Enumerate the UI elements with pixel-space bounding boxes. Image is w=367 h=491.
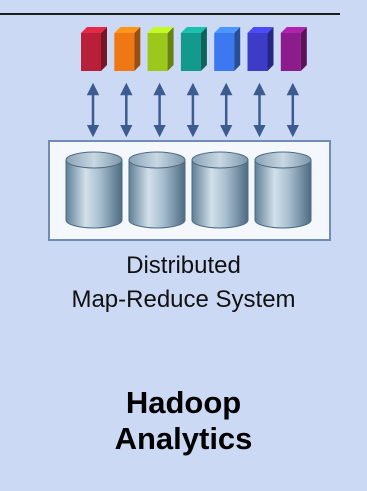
storage-cylinder-4 [254,151,312,229]
data-block-1 [81,27,107,71]
data-block-7 [280,27,307,71]
storage-cylinder-3 [191,151,249,229]
data-block-4 [180,27,207,71]
arrows [86,82,300,138]
data-block-3 [147,27,174,71]
caption-line-1: Distributed [126,252,241,279]
data-block-6 [247,27,274,71]
caption-line-2: Map-Reduce System [71,286,296,313]
storage-cylinders [65,151,312,229]
data-block-5 [214,27,241,71]
title-line-1: Hadoop [125,385,242,420]
title-line-2: Analytics [114,421,253,456]
top-divider [0,13,340,15]
storage-cylinder-2 [128,151,186,229]
storage-cylinder-1 [65,151,123,229]
colored-blocks [81,27,307,71]
data-block-2 [114,27,141,71]
